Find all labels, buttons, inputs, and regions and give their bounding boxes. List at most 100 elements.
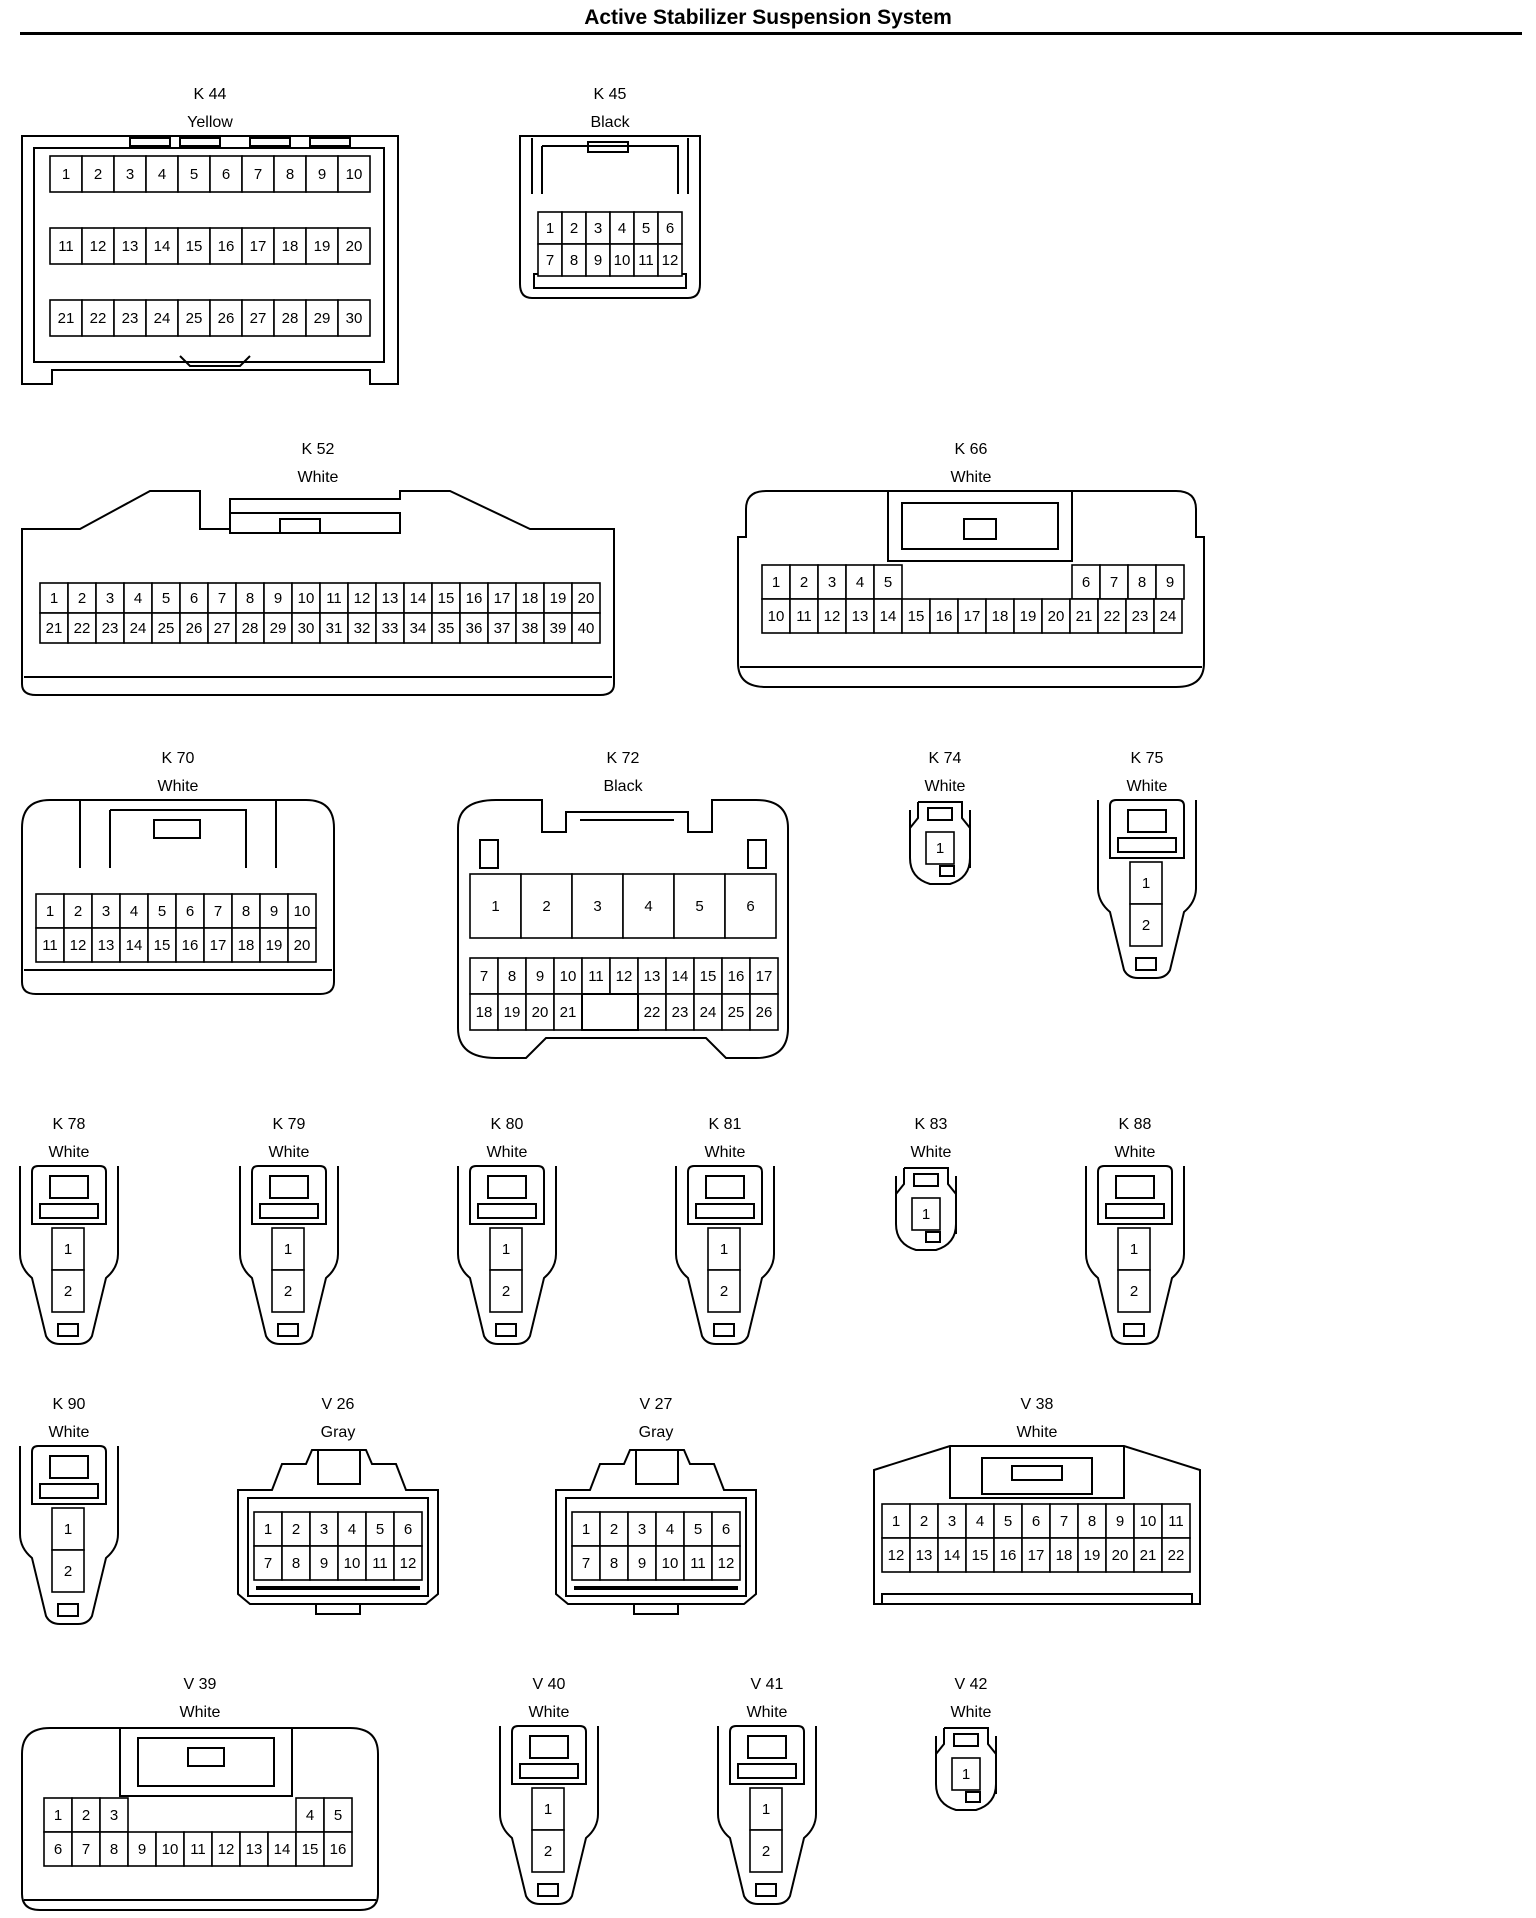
pin-label: 11 [42, 937, 58, 954]
connector-color: White [910, 1144, 952, 1161]
pin-label: 1 [892, 1513, 900, 1530]
connector-color: White [297, 469, 339, 486]
pin-label: 16 [1000, 1547, 1017, 1564]
pin-label: 11 [690, 1555, 706, 1572]
pin-label: 27 [250, 310, 267, 327]
pin-label: 2 [64, 1283, 72, 1300]
pin-label: 19 [1084, 1547, 1101, 1564]
pin-label: 4 [644, 898, 652, 915]
pin-cell [403, 582, 433, 614]
pin-label: 23 [1132, 608, 1149, 625]
connector-color: White [924, 778, 966, 795]
connector-code: K 44 [193, 86, 227, 103]
pin-label: 1 [264, 1521, 272, 1538]
housing-outline [519, 135, 701, 299]
pin-label: 13 [382, 590, 399, 607]
pin-label: 5 [694, 1521, 702, 1538]
title-divider [20, 32, 1522, 35]
pin-label: 27 [214, 620, 231, 637]
pin-label: 1 [546, 220, 554, 237]
pin-label: 17 [210, 937, 227, 954]
pin-cell [1133, 1503, 1163, 1539]
pin-label: 10 [298, 590, 315, 607]
pin-label: 39 [550, 620, 567, 637]
pin-label: 6 [404, 1521, 412, 1538]
pin-label: 17 [494, 590, 511, 607]
pin-cell [1117, 1227, 1151, 1271]
pin-label: 8 [110, 1841, 118, 1858]
pin-label: 28 [282, 310, 299, 327]
pin-label: 7 [218, 590, 226, 607]
connector-code: V 39 [183, 1676, 217, 1693]
pin-label: 10 [1140, 1513, 1157, 1530]
pin-cell [99, 1831, 129, 1867]
housing-outline [137, 1737, 275, 1787]
pin-label: 7 [1060, 1513, 1068, 1530]
housing-outline [901, 502, 1059, 550]
connector-code: V 26 [321, 1396, 355, 1413]
pin-cell [1117, 1269, 1151, 1313]
housing-outline [953, 1733, 979, 1747]
pin-cell [749, 957, 779, 995]
pin-cell [203, 927, 233, 963]
pin-cell [1153, 598, 1183, 634]
connector-color: White [268, 1144, 310, 1161]
pin-cell [207, 612, 237, 644]
housing-outline [939, 865, 955, 877]
housing-outline [675, 1166, 775, 1345]
pin-label: 6 [746, 898, 754, 915]
pin-label: 5 [158, 903, 166, 920]
housing-outline [1011, 1465, 1063, 1481]
housing-outline [57, 1323, 79, 1337]
housing-outline [747, 1735, 787, 1759]
pin-cell [39, 612, 69, 644]
pin-cell [175, 893, 205, 929]
housing-outline [965, 1791, 981, 1803]
connector-color: White [1114, 1144, 1156, 1161]
housing-outline [695, 1203, 755, 1219]
pin-cell [711, 1545, 741, 1581]
pin-cell [789, 598, 819, 634]
housing-outline [927, 807, 953, 821]
pin-cell [1049, 1503, 1079, 1539]
pin-label: 1 [491, 898, 499, 915]
pin-label: 19 [504, 1004, 521, 1021]
pin-cell [51, 1227, 85, 1271]
connector-color: White [48, 1424, 90, 1441]
pin-cell [1129, 903, 1163, 947]
pin-label: 25 [186, 310, 203, 327]
pin-cell [993, 1537, 1023, 1573]
pin-label: 1 [720, 1241, 728, 1258]
housing-outline [229, 512, 401, 534]
pin-cell [609, 243, 635, 277]
pin-cell [393, 1545, 423, 1581]
housing-outline [499, 1726, 599, 1905]
pin-label: 2 [610, 1521, 618, 1538]
housing-outline [717, 1726, 817, 1905]
connector-color: White [1126, 778, 1168, 795]
pin-cell [323, 1831, 353, 1867]
connector-code: K 88 [1118, 1116, 1152, 1133]
pin-label: 1 [64, 1521, 72, 1538]
housing-outline [913, 1173, 939, 1187]
pin-cell [497, 993, 527, 1031]
pin-cell [711, 1511, 741, 1547]
pin-cell [253, 1511, 283, 1547]
pin-label: 15 [700, 968, 717, 985]
housing-outline [251, 1165, 327, 1225]
pin-label: 37 [494, 620, 511, 637]
pin-label: 6 [222, 166, 230, 183]
pin-cell [99, 1797, 129, 1833]
pin-label: 16 [182, 937, 199, 954]
pin-cell [1069, 598, 1099, 634]
pin-label: 15 [186, 238, 203, 255]
pin-cell [531, 1829, 565, 1873]
connector-color: White [746, 1704, 788, 1721]
pin-label: 18 [476, 1004, 493, 1021]
